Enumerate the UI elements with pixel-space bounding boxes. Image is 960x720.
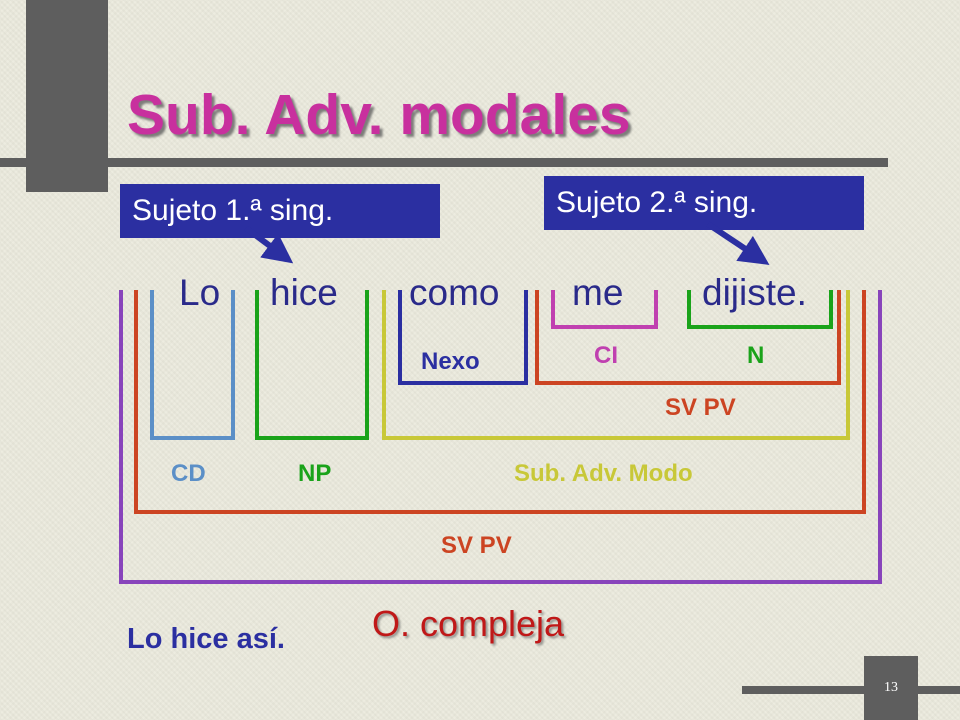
slide-number: 13 [884,680,898,695]
bracket-n [687,290,833,329]
label-np: NP [298,460,332,487]
label-cd: CD [171,460,206,487]
label-ci: CI [594,342,618,369]
callout-subject-first-person-text: Sujeto 1.ª sing. [132,194,334,227]
bracket-sv-pv-outer [134,290,866,514]
label-n: N [747,342,765,369]
callout-subject-second-person-text: Sujeto 2.ª sing. [556,186,758,219]
word-como: como [409,272,500,313]
bracket-nexo [398,290,528,385]
word-me: me [572,272,624,313]
decorative-bottom-rule [742,686,960,694]
bracket-ci [551,290,658,329]
callout-subject-first-person: Sujeto 1.ª sing. [120,184,440,238]
callout-subject-second-person: Sujeto 2.ª sing. [544,176,864,230]
bracket-sv-pv-inner [535,290,841,385]
decorative-top-rule [0,158,888,167]
label-sv-pv-inner: SV PV [665,394,736,421]
word-hice: hice [270,272,338,313]
arrow-subject-2 [706,221,770,265]
arrow-subject-1 [244,225,294,264]
bracket-oracion [119,290,882,584]
bracket-cd [150,290,235,440]
label-sub-adv-modo: Sub. Adv. Modo [514,460,693,487]
label-nexo: Nexo [421,348,480,375]
example-sentence: Lo hice así. [127,623,285,655]
bracket-sub-adv-modo [382,290,850,440]
label-sv-pv-outer: SV PV [441,532,512,559]
bracket-np [255,290,369,440]
word-lo: Lo [179,272,221,313]
decorative-bottom-square [864,656,918,720]
slide-title: Sub. Adv. modales [127,83,631,147]
word-dijiste: dijiste. [702,272,807,313]
result-label: O. compleja [372,603,565,644]
